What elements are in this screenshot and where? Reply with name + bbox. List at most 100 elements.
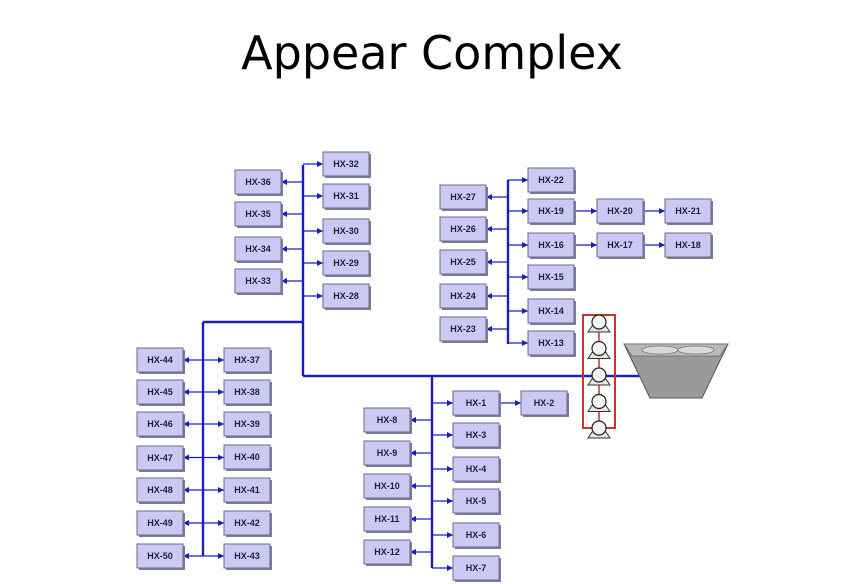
hx-label: HX-37 [234,355,260,365]
hx-label: HX-12 [374,547,400,557]
box-face [527,330,575,356]
hx-box-hx-12: HX-12 [363,539,412,566]
box-face [136,411,184,437]
hx-box-hx-24: HX-24 [439,283,488,310]
box-face [363,539,411,565]
arrow-head [281,278,287,284]
arrow-head [515,400,521,406]
box-face [223,510,271,536]
hx-label: HX-41 [234,485,260,495]
hx-box-hx-36: HX-36 [234,169,283,196]
hx-label: HX-23 [450,324,476,334]
box-face [136,543,184,569]
hx-label: HX-39 [234,419,260,429]
arrow-head [218,520,224,526]
arrow-head [317,293,323,299]
hx-box-hx-14: HX-14 [527,298,576,325]
hx-box-hx-13: HX-13 [527,330,576,357]
pump-body [591,367,607,383]
pump-stack [582,314,616,439]
hx-label: HX-24 [450,291,476,301]
box-face [527,298,575,324]
arrow-head [218,553,224,559]
hx-box-hx-4: HX-4 [452,456,501,483]
box-face [452,390,500,416]
hx-label: HX-16 [538,240,564,250]
hx-label: HX-35 [245,209,271,219]
hx-label: HX-21 [675,206,701,216]
hx-box-hx-20: HX-20 [596,198,645,225]
hx-box-hx-23: HX-23 [439,316,488,343]
box-face [452,555,500,581]
arrow-head [486,226,492,232]
hx-label: HX-10 [374,481,400,491]
hx-box-hx-15: HX-15 [527,264,576,291]
box-face [527,198,575,224]
arrow-head [410,417,416,423]
hx-label: HX-18 [675,240,701,250]
hx-box-hx-26: HX-26 [439,216,488,243]
arrow-head [410,450,416,456]
hx-label: HX-27 [450,192,476,202]
box-face [136,379,184,405]
hx-box-hx-6: HX-6 [452,522,501,549]
arrow-head [218,454,224,461]
hx-label: HX-34 [245,244,271,254]
arrow-head [522,340,528,346]
box-face [136,347,184,373]
box-face [452,488,500,514]
arrow-head [183,454,189,461]
arrow-head [218,357,224,363]
arrow-head [218,487,224,493]
box-face [439,216,487,242]
arrow-head [183,421,189,427]
hx-box-hx-41: HX-41 [223,477,272,504]
box-face [234,169,282,195]
hx-label: HX-22 [538,175,564,185]
box-face [452,456,500,482]
hx-box-hx-17: HX-17 [596,232,645,259]
hx-label: HX-47 [147,453,173,463]
arrow-head [486,326,492,332]
box-face [322,151,370,177]
hx-box-hx-49: HX-49 [136,510,185,537]
hx-label: HX-45 [147,387,173,397]
box-face [234,268,282,294]
arrow-head [317,193,323,199]
box-face [363,407,411,433]
arrow-head [522,208,528,214]
arrow-head [522,177,528,183]
hx-box-hx-32: HX-32 [322,151,371,178]
hx-label: HX-46 [147,419,173,429]
arrow-head [281,246,287,252]
box-face [527,232,575,258]
hx-label: HX-49 [147,518,173,528]
box-face [596,198,644,224]
hx-label: HX-43 [234,551,260,561]
box-face [452,522,500,548]
box-face [322,283,370,309]
tank-opening [641,345,679,355]
pump-body [591,393,607,410]
hx-box-hx-3: HX-3 [452,422,501,449]
hx-box-hx-34: HX-34 [234,236,283,263]
hx-label: HX-3 [466,430,487,440]
box-face [136,510,184,536]
arrow-head [183,357,189,363]
box-face [439,316,487,342]
arrow-head [410,483,416,489]
hx-box-hx-22: HX-22 [527,167,576,194]
network-lines [183,161,665,571]
hx-label: HX-36 [245,177,271,187]
arrow-head [447,466,453,472]
hx-label: HX-40 [234,452,260,462]
pump-body [591,314,607,330]
hx-box-hx-38: HX-38 [223,379,272,406]
hx-label: HX-9 [377,448,398,458]
hx-label: HX-28 [333,291,359,301]
hx-box-hx-7: HX-7 [452,555,501,582]
box-face [664,198,712,224]
box-face [520,390,568,416]
box-face [136,445,184,471]
hx-label: HX-5 [466,496,487,506]
